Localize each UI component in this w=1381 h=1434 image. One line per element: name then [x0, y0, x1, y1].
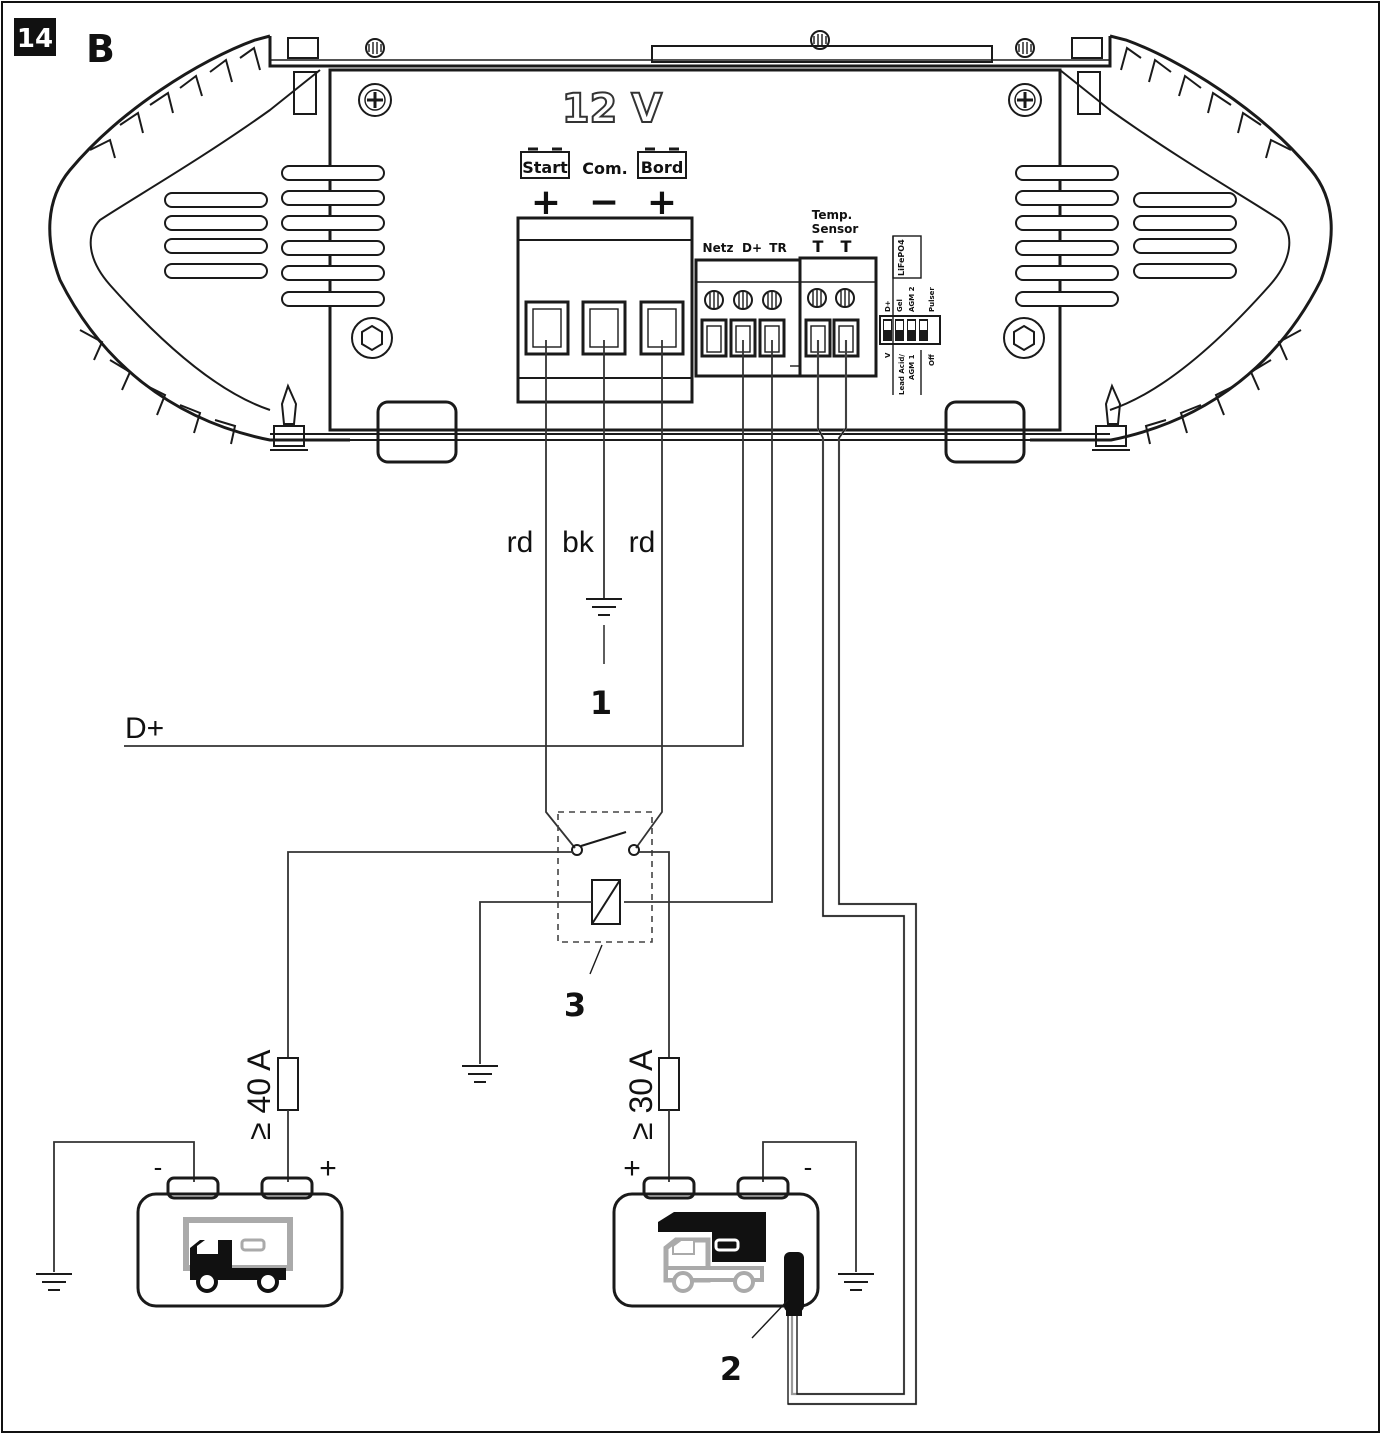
vent-slots-left: [164, 165, 385, 307]
dip-bottom-label-4: Off: [928, 354, 936, 366]
charger-housing: 12 V: [48, 30, 1333, 464]
com-label: Com.: [582, 159, 627, 178]
wiring: [124, 340, 918, 1406]
hex-nut-left-icon: [351, 317, 393, 359]
ground-symbol-1-icon: [585, 598, 623, 616]
dip-col-label-3: AGM 2: [908, 286, 916, 312]
dip-bottom-label-3: AGM 1: [908, 354, 916, 380]
relay: [479, 811, 653, 1064]
mount-screw-right-icon: [1008, 83, 1042, 117]
vent-slots-right: [1015, 165, 1237, 307]
dip-switch: LiFePO4 D+ Gel AGM 2 Pulser V Lead Acid/…: [879, 235, 941, 395]
voltage-label: 12 V: [562, 86, 663, 132]
dplus-terminal-label: D+: [742, 241, 762, 255]
bord-label: Bord: [641, 158, 684, 177]
wire-label-bk: bk: [562, 526, 595, 559]
fuse-start-label: ≥ 40 A: [241, 1049, 277, 1140]
bolt-left-icon: [270, 383, 308, 451]
dip-col-label-2: Gel: [896, 299, 904, 312]
wire-label-rd-left: rd: [507, 526, 534, 559]
dip-bottom-label-1: V: [884, 352, 892, 358]
figure-number-badge: 14: [14, 18, 56, 56]
figure-number: 14: [17, 24, 53, 54]
ground-symbol-start-battery-icon: [35, 1273, 73, 1291]
mount-screw-left-icon: [358, 83, 392, 117]
dip-col-label-1: D+: [884, 300, 892, 312]
callout-relay: 3: [564, 986, 586, 1024]
main-terminal-block: Start Com. Bord + − +: [516, 147, 694, 404]
wire-label-rd-right: rd: [629, 526, 656, 559]
bord-battery-plus: +: [623, 1152, 641, 1185]
bord-sign: +: [647, 182, 677, 223]
ground-symbol-relay-icon: [461, 1065, 499, 1083]
tr-label: TR: [769, 241, 786, 255]
temp-sensor-t2: T: [841, 237, 852, 256]
start-sign: +: [531, 182, 561, 223]
figure-variant: B: [86, 27, 115, 71]
temp-sensor-terminal-block: Temp. Sensor T T: [798, 208, 878, 378]
bord-battery-minus: -: [804, 1152, 813, 1182]
callout-sensor: 2: [720, 1350, 742, 1388]
dip-top-label: LiFePO4: [897, 239, 906, 276]
hex-nut-right-icon: [1003, 317, 1045, 359]
fuse-bord-label: ≥ 30 A: [623, 1049, 659, 1140]
netz-label: Netz: [703, 241, 734, 255]
temp-sensor-t1: T: [813, 237, 824, 256]
com-sign: −: [589, 182, 619, 223]
dip-col-label-4: Pulser: [928, 287, 936, 312]
ground-symbol-bord-battery-icon: [837, 1273, 875, 1291]
dplus-wire-label: D+: [125, 712, 164, 745]
start-battery-minus: -: [154, 1152, 163, 1182]
start-battery-vehicle-icon: [183, 1217, 293, 1293]
fuse-start: [277, 1057, 299, 1182]
start-battery: [53, 1141, 344, 1308]
dip-bottom-label-2: Lead Acid/: [898, 354, 906, 395]
fuse-bord: [658, 1057, 680, 1182]
control-terminal-block: Netz D+ TR: [694, 241, 802, 378]
temp-sensor-title-1: Temp.: [812, 208, 852, 222]
bord-battery: [612, 1141, 857, 1316]
temperature-sensor-icon: [784, 1252, 804, 1316]
bolt-right-icon: [1092, 383, 1130, 451]
bord-battery-vehicle-icon: [658, 1212, 766, 1293]
temp-sensor-title-2: Sensor: [812, 222, 859, 236]
callout-ground: 1: [590, 684, 612, 722]
start-battery-plus: +: [319, 1152, 337, 1185]
start-label: Start: [522, 158, 568, 177]
